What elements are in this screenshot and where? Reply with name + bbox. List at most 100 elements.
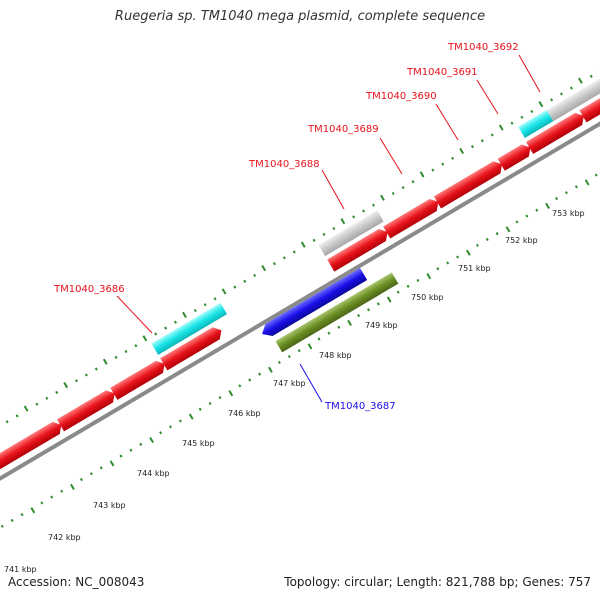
- minor-tick: [589, 74, 593, 78]
- gene-label-tm1040-3690[interactable]: TM1040_3690: [365, 91, 437, 102]
- minor-tick: [193, 308, 197, 313]
- major-tick: [188, 413, 194, 420]
- gray-feature[interactable]: [546, 73, 600, 122]
- minor-tick: [569, 86, 573, 90]
- major-tick: [70, 483, 75, 490]
- cyan-feature[interactable]: [518, 109, 554, 138]
- minor-tick: [124, 349, 128, 354]
- topology-text: Topology: circular; Length: 821,788 bp; …: [284, 575, 591, 589]
- minor-tick: [89, 472, 93, 476]
- accession-text: Accession: NC_008043: [8, 575, 145, 589]
- cyan-feature[interactable]: [151, 302, 228, 355]
- gene-arrow[interactable]: [383, 196, 442, 239]
- minus-strand-gene-olive[interactable]: [275, 272, 399, 353]
- minor-tick: [94, 367, 98, 371]
- gene-labels: TM1040_3686 TM1040_3687 TM1040_3688 TM10…: [53, 42, 519, 412]
- minor-tick: [139, 442, 143, 446]
- minor-tick: [401, 186, 405, 190]
- major-tick: [228, 390, 234, 397]
- minor-tick: [475, 243, 479, 247]
- minor-tick: [119, 454, 123, 458]
- major-tick: [268, 366, 273, 373]
- minor-tick: [555, 196, 559, 201]
- tick-label: 746 kbp: [228, 409, 261, 418]
- minor-tick: [84, 373, 88, 377]
- minor-tick: [164, 326, 168, 330]
- minor-tick: [159, 431, 163, 435]
- gene-arrow[interactable]: [433, 158, 506, 209]
- tick-label: 751 kbp: [458, 264, 491, 273]
- minus-strand-gene-blue[interactable]: [258, 267, 368, 340]
- tick-label: 741 kbp: [4, 565, 37, 574]
- major-tick: [307, 343, 313, 350]
- minor-tick: [208, 401, 212, 405]
- minor-tick: [376, 302, 380, 306]
- minor-tick: [272, 262, 276, 266]
- minor-tick: [322, 232, 326, 237]
- gene-arrow[interactable]: [327, 226, 391, 272]
- minor-tick: [371, 203, 375, 207]
- major-tick: [584, 179, 590, 186]
- major-tick: [380, 194, 385, 201]
- gene-arrow[interactable]: [110, 358, 168, 400]
- minor-tick: [560, 92, 564, 96]
- gene-label-tm1040-3689[interactable]: TM1040_3689: [307, 124, 379, 135]
- minor-tick: [20, 513, 24, 517]
- tick-label: 742 kbp: [48, 533, 81, 542]
- gene-arrow[interactable]: [526, 110, 587, 154]
- tick-label: 743 kbp: [93, 501, 126, 510]
- gene-arrow[interactable]: [56, 387, 118, 432]
- minor-tick: [218, 395, 222, 400]
- minor-tick: [327, 331, 331, 335]
- minor-tick: [317, 337, 321, 341]
- minor-tick: [287, 354, 291, 359]
- minor-tick: [178, 419, 182, 423]
- major-tick: [149, 436, 155, 444]
- axis-labels: 741 kbp 742 kbp 743 kbp 744 kbp 745 kbp …: [4, 209, 585, 574]
- gene-label-tm1040-3691[interactable]: TM1040_3691: [406, 67, 478, 78]
- gene-label-tm1040-3686[interactable]: TM1040_3686: [53, 284, 125, 295]
- minor-tick: [198, 407, 202, 411]
- minor-tick: [510, 121, 514, 125]
- major-tick: [426, 273, 432, 280]
- gene-arrow[interactable]: [579, 85, 600, 123]
- minor-tick: [550, 98, 554, 102]
- minor-tick: [5, 420, 9, 424]
- map-title: Ruegeria sp. TM1040 mega plasmid, comple…: [114, 9, 486, 24]
- minor-tick: [564, 191, 568, 195]
- major-tick: [545, 202, 550, 209]
- minor-tick: [451, 156, 455, 160]
- minor-tick: [411, 180, 415, 184]
- minor-tick: [243, 279, 247, 283]
- minor-tick: [60, 489, 64, 493]
- minor-tick: [594, 173, 598, 177]
- gene-arrow[interactable]: [160, 324, 225, 371]
- gene-label-tm1040-3688[interactable]: TM1040_3688: [248, 159, 320, 170]
- major-tick: [505, 226, 511, 233]
- tick-label: 745 kbp: [182, 439, 215, 448]
- gene-arrow[interactable]: [497, 141, 534, 171]
- major-tick: [102, 358, 108, 365]
- gray-feature[interactable]: [318, 210, 384, 257]
- major-tick: [63, 382, 69, 389]
- minor-tick: [40, 501, 44, 505]
- minor-tick: [277, 360, 281, 365]
- minor-tick: [134, 344, 138, 348]
- major-tick: [386, 296, 392, 303]
- minor-tick: [258, 372, 262, 376]
- minor-tick: [50, 495, 54, 499]
- minor-tick: [74, 379, 78, 383]
- minor-tick: [297, 349, 301, 353]
- gene-label-tm1040-3687[interactable]: TM1040_3687: [324, 401, 396, 412]
- gene-label-tm1040-3692[interactable]: TM1040_3692: [447, 42, 519, 53]
- minor-tick: [129, 448, 133, 452]
- minor-tick: [15, 414, 19, 418]
- minor-tick: [238, 384, 242, 388]
- gene-arrow[interactable]: [0, 419, 65, 470]
- minor-tick: [515, 220, 519, 224]
- minor-tick: [391, 191, 395, 196]
- minor-tick: [253, 273, 257, 277]
- major-tick: [498, 124, 504, 131]
- minor-tick: [312, 238, 316, 242]
- minor-tick: [99, 466, 103, 470]
